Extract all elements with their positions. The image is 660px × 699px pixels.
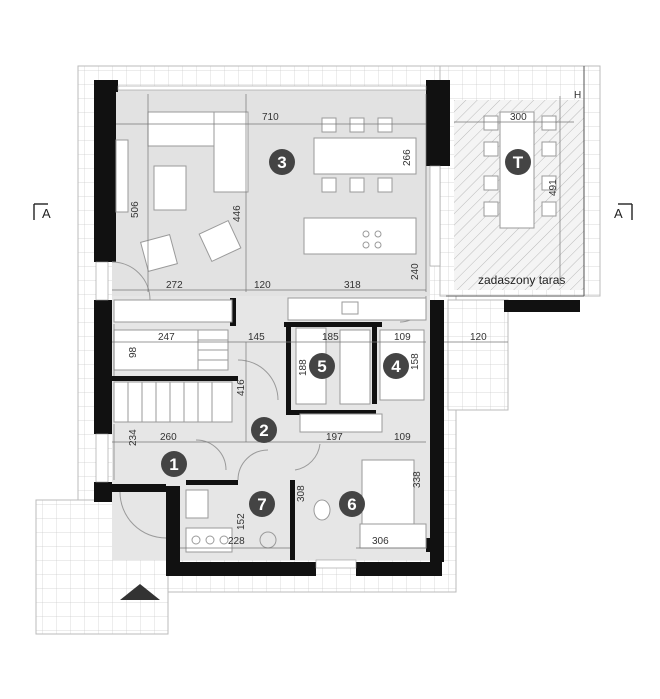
- dim-710: 710: [262, 112, 279, 123]
- svg-text:T: T: [513, 153, 524, 172]
- room-marker-T: T: [505, 149, 531, 175]
- living-furniture: [115, 111, 427, 321]
- room-marker-2: 2: [251, 417, 277, 443]
- dim-158: 158: [410, 353, 421, 370]
- dim-109-bottom: 109: [394, 432, 411, 443]
- dim-145: 145: [248, 332, 265, 343]
- svg-text:A: A: [614, 206, 623, 221]
- dim-120-hall: 120: [254, 280, 271, 291]
- svg-text:7: 7: [257, 495, 266, 514]
- svg-text:5: 5: [317, 357, 326, 376]
- dim-491: 491: [548, 179, 559, 196]
- walls: [94, 80, 450, 576]
- terrace-furniture: [483, 111, 557, 229]
- stairs: [113, 299, 233, 423]
- dim-228: 228: [228, 536, 245, 547]
- dim-188: 188: [298, 359, 309, 376]
- room-marker-3: 3: [269, 149, 295, 175]
- dim-240: 240: [410, 263, 421, 280]
- dim-152: 152: [236, 513, 247, 530]
- entrance-arrow-icon: [120, 584, 160, 600]
- svg-text:4: 4: [391, 357, 401, 376]
- room-marker-7: 7: [249, 491, 275, 517]
- dim-197: 197: [326, 432, 343, 443]
- dim-109-top: 109: [394, 332, 411, 343]
- dim-272: 272: [166, 280, 183, 291]
- room-markers: 3 T 5 4 2 1 7 6: [161, 149, 531, 517]
- dimension-lines: [112, 94, 574, 549]
- svg-text:1: 1: [169, 455, 178, 474]
- svg-text:6: 6: [347, 495, 356, 514]
- dim-306: 306: [372, 536, 389, 547]
- svg-text:2: 2: [259, 421, 268, 440]
- dim-247: 247: [158, 332, 175, 343]
- dimension-labels: 710 266 506 446 240 272 120 318 300 491 …: [128, 112, 559, 547]
- section-marker-left: A: [33, 203, 51, 221]
- dim-506: 506: [130, 201, 141, 218]
- dim-446: 446: [232, 205, 243, 222]
- section-marker-right: A: [614, 203, 633, 221]
- svg-text:3: 3: [277, 153, 286, 172]
- room-marker-5: 5: [309, 353, 335, 379]
- dim-308: 308: [296, 485, 307, 502]
- dim-98: 98: [128, 346, 139, 358]
- dim-120-terrace: 120: [470, 332, 487, 343]
- dim-185: 185: [322, 332, 339, 343]
- terrace-edge-mark: H: [574, 90, 581, 101]
- dim-318: 318: [344, 280, 361, 291]
- dim-416: 416: [236, 379, 247, 396]
- room-marker-1: 1: [161, 451, 187, 477]
- terrace-label: zadaszony taras: [478, 273, 565, 287]
- svg-text:A: A: [42, 206, 51, 221]
- dim-260: 260: [160, 432, 177, 443]
- room-marker-4: 4: [383, 353, 409, 379]
- dim-234: 234: [128, 429, 139, 446]
- dim-300: 300: [510, 112, 527, 123]
- openings: [95, 85, 441, 569]
- dim-338: 338: [412, 471, 423, 488]
- dim-266: 266: [402, 149, 413, 166]
- room-marker-6: 6: [339, 491, 365, 517]
